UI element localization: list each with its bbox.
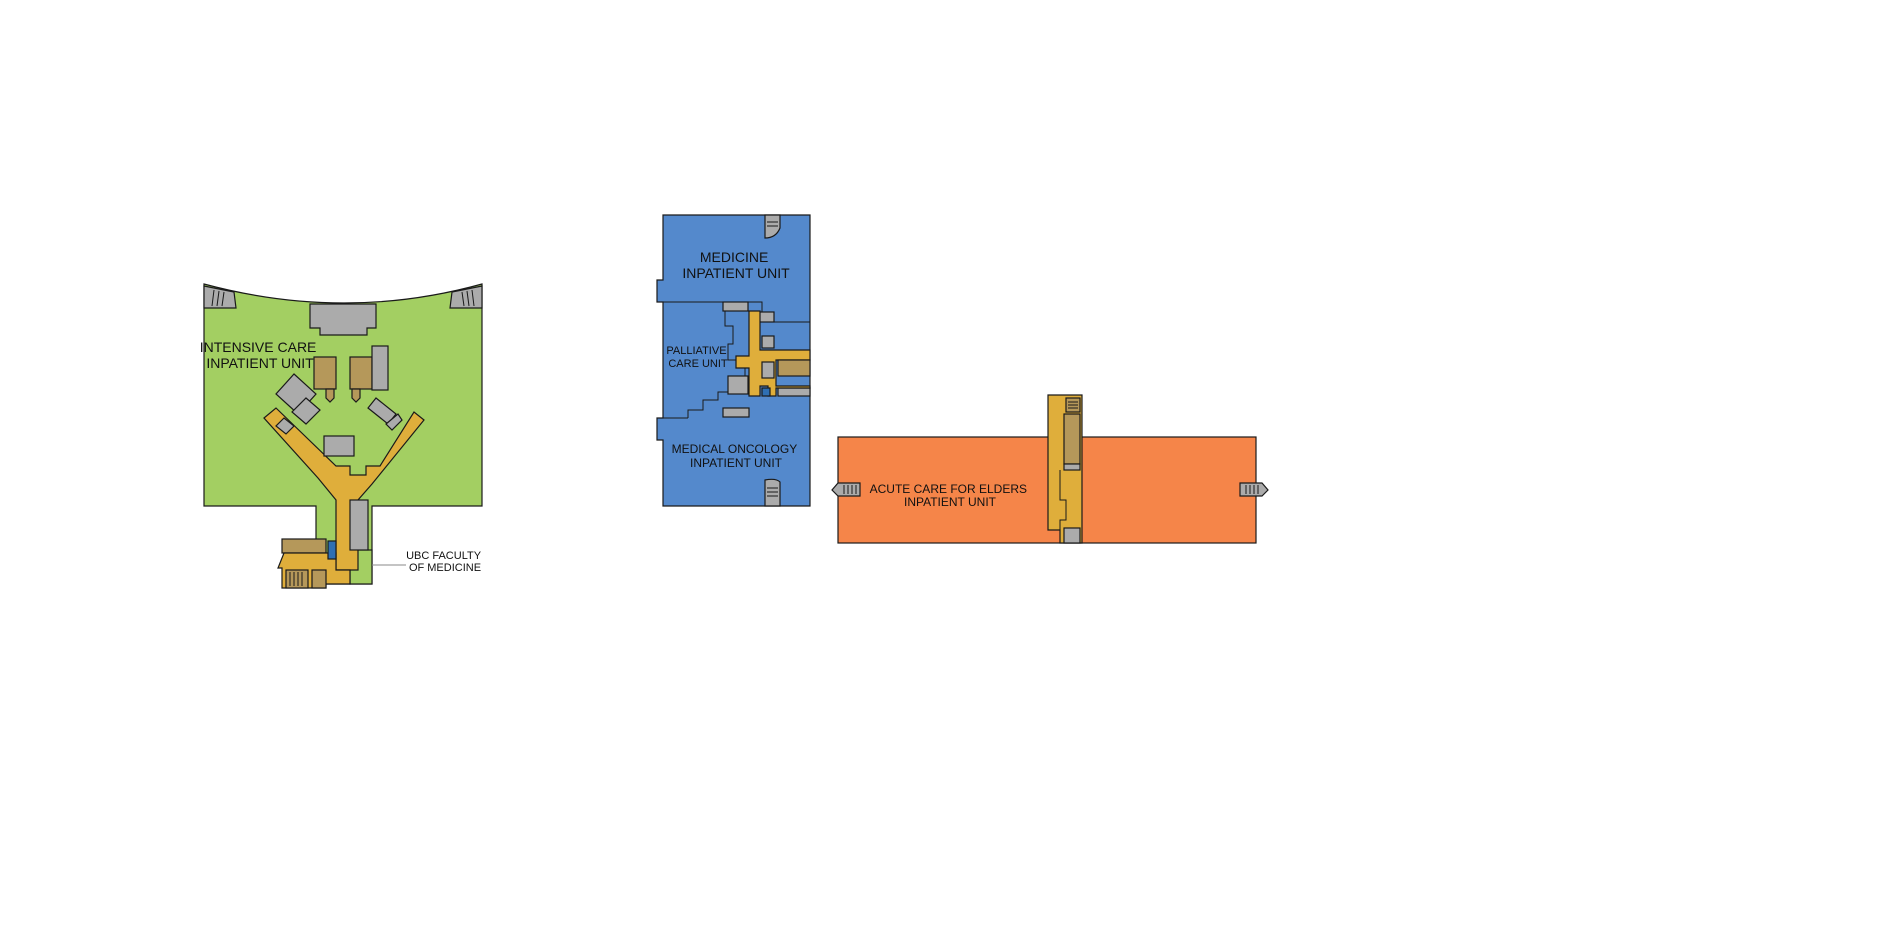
stair-icon <box>449 285 483 309</box>
elevator-icon <box>327 540 337 560</box>
medicine-unit-label: MEDICINE INPATIENT UNIT <box>682 249 790 281</box>
palliative-unit-label: PALLIATIVE CARE UNIT <box>666 345 729 370</box>
acute-care-service-room <box>1063 413 1081 465</box>
icu-service-stub <box>351 388 361 403</box>
stair-icon <box>1065 397 1081 413</box>
acute-care-utility-room <box>1063 527 1081 544</box>
icu-service-room <box>349 356 373 390</box>
medicine-utility-room <box>777 387 811 397</box>
icu-utility-room <box>275 417 295 435</box>
icu-service-stub <box>325 388 335 403</box>
icu-utility-room <box>349 499 369 551</box>
ubc-service-block <box>311 569 327 589</box>
stair-icon <box>1239 482 1269 497</box>
medicine-wing[interactable]: MEDICINE INPATIENT UNIT PALLIATIVE CARE … <box>656 214 811 507</box>
acute-care-utility-room <box>1063 463 1081 471</box>
ubc-service-block <box>281 538 327 554</box>
icu-wing[interactable]: INTENSIVE CARE INPATIENT UNIT UBC FACULT… <box>200 283 484 589</box>
medicine-utility-room <box>722 407 750 418</box>
icu-unit-label: INTENSIVE CARE INPATIENT UNIT <box>200 339 321 371</box>
stair-icon <box>203 285 237 309</box>
oncology-unit-label: MEDICAL ONCOLOGY INPATIENT UNIT <box>672 442 801 470</box>
stair-icon <box>285 569 309 589</box>
elevator-icon <box>761 387 771 397</box>
stair-icon <box>764 478 781 507</box>
medicine-interior-outline <box>663 301 723 419</box>
medicine-service-room <box>777 359 811 377</box>
medicine-utility-room <box>761 361 775 379</box>
stair-icon <box>831 482 861 497</box>
stair-icon <box>764 214 781 239</box>
acute-care-unit-label: ACUTE CARE FOR ELDERS INPATIENT UNIT <box>870 482 1031 509</box>
icu-utility-top <box>309 303 377 336</box>
acute-care-wing[interactable]: ACUTE CARE FOR ELDERS INPATIENT UNIT <box>831 394 1269 544</box>
medicine-utility-room <box>722 301 749 312</box>
icu-utility-room <box>323 435 355 457</box>
medicine-utility-room <box>727 375 749 395</box>
acute-care-area[interactable] <box>837 436 1257 544</box>
icu-utility-room <box>371 345 389 391</box>
icu-utility-room <box>385 413 403 431</box>
medicine-corridor <box>735 310 811 397</box>
acute-care-interior-outline <box>1059 470 1067 530</box>
icu-service-room <box>313 356 337 390</box>
icu-utility-room <box>291 397 321 425</box>
medicine-utility-room <box>761 335 775 349</box>
ubc-faculty-label: UBC FACULTY OF MEDICINE <box>406 550 484 574</box>
